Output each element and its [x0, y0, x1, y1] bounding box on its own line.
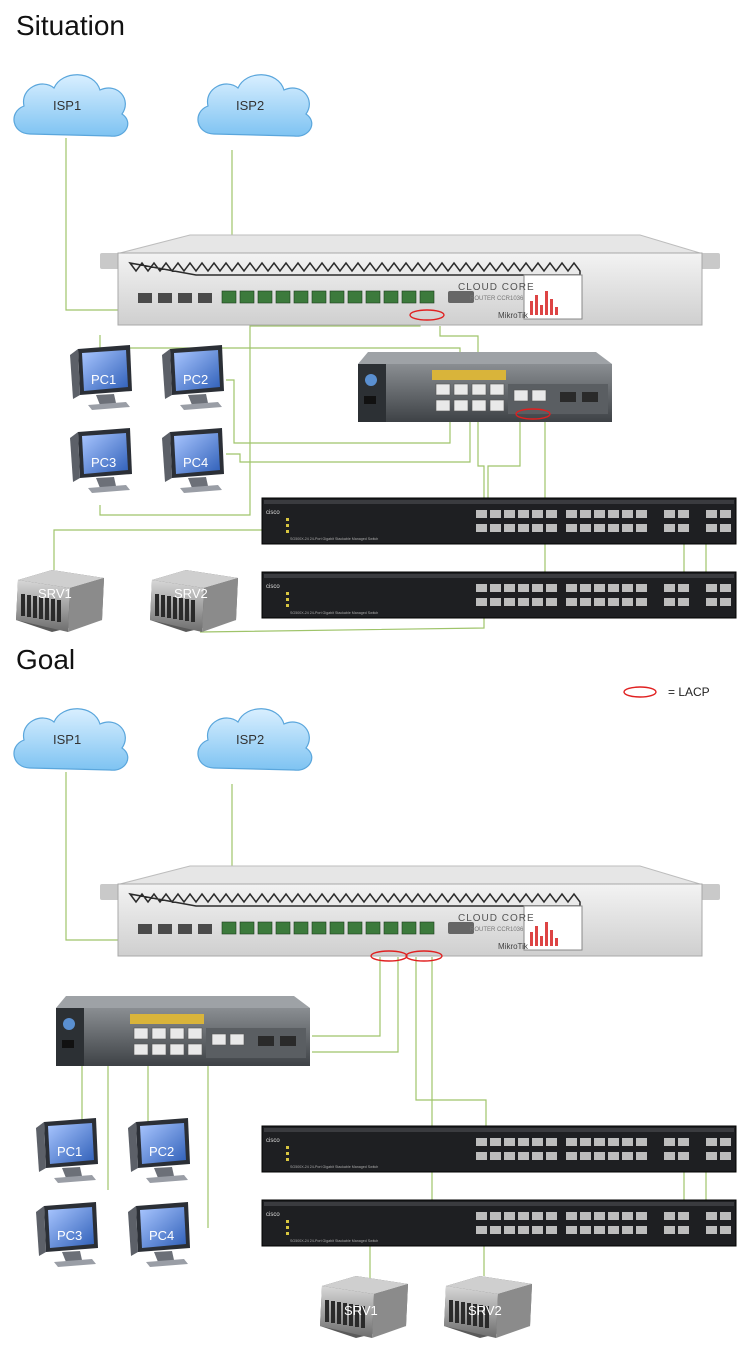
cisco-caption-1: SG500X-24 24-Port Gigabit Stackable Mana…: [290, 537, 378, 541]
pc4-label: PC4: [149, 1228, 174, 1243]
pc2-label: PC2: [149, 1144, 174, 1159]
pc4-label: PC4: [183, 455, 208, 470]
cisco-brand-4: cisco: [266, 1212, 280, 1218]
lacp-ring-router-a-goal: [370, 950, 408, 962]
lacp-ring-router-b-goal: [405, 950, 443, 962]
srv2-server-situation: [150, 570, 238, 632]
lacp-ring-hp-situation: [515, 408, 551, 420]
cisco-caption-4: SG500X-24 24-Port Gigabit Stackable Mana…: [290, 1239, 378, 1243]
isp2-label: ISP2: [236, 732, 264, 747]
pc3-label: PC3: [91, 455, 116, 470]
cisco-caption-3: SG500X-24 24-Port Gigabit Stackable Mana…: [290, 1165, 378, 1169]
device-lettering: CLOUD CORE ROUTER CCR1036 MikroTik CLOUD…: [266, 282, 535, 1243]
srv1-label: SRV1: [344, 1303, 378, 1318]
goal-section: ISP1 ISP2 PC1 PC2 PC3 PC4 SRV1 SRV2: [13, 708, 737, 1338]
router-name-goal: CLOUD CORE: [458, 913, 535, 924]
hp-switch-goal: [55, 995, 311, 1067]
pc2-label: PC2: [183, 372, 208, 387]
router-goal: [99, 865, 721, 957]
srv2-label: SRV2: [468, 1303, 502, 1318]
isp1-label: ISP1: [53, 732, 81, 747]
srv1-label: SRV1: [38, 586, 72, 601]
cisco-brand-1: cisco: [266, 510, 280, 516]
router-situation: [99, 234, 721, 326]
router-model-goal: ROUTER CCR1036: [470, 927, 524, 933]
pc1-label: PC1: [91, 372, 116, 387]
router-name-situation: CLOUD CORE: [458, 282, 535, 293]
isp1-label: ISP1: [53, 98, 81, 113]
pc1-label: PC1: [57, 1144, 82, 1159]
cisco-brand-3: cisco: [266, 1138, 280, 1144]
legend-lacp-ring: [623, 686, 657, 698]
pc3-label: PC3: [57, 1228, 82, 1243]
hp-switch-situation: [357, 351, 613, 423]
section-title-situation: Situation: [16, 10, 125, 41]
lacp-ring-router-situation: [409, 309, 445, 321]
cisco-brand-2: cisco: [266, 584, 280, 590]
srv2-label: SRV2: [174, 586, 208, 601]
router-brand-goal: MikroTik: [498, 942, 529, 951]
router-model-situation: ROUTER CCR1036: [470, 296, 524, 302]
situation-section: ISP1 ISP2 PC1 PC2 PC3 PC4 SRV1 SRV2: [13, 74, 737, 633]
cisco-caption-2: SG500X-24 24-Port Gigabit Stackable Mana…: [290, 611, 378, 615]
router-brand-situation: MikroTik: [498, 311, 529, 320]
srv1-server-situation: [16, 570, 104, 632]
isp2-label: ISP2: [236, 98, 264, 113]
legend-label: = LACP: [668, 685, 710, 699]
section-title-goal: Goal: [16, 644, 76, 675]
